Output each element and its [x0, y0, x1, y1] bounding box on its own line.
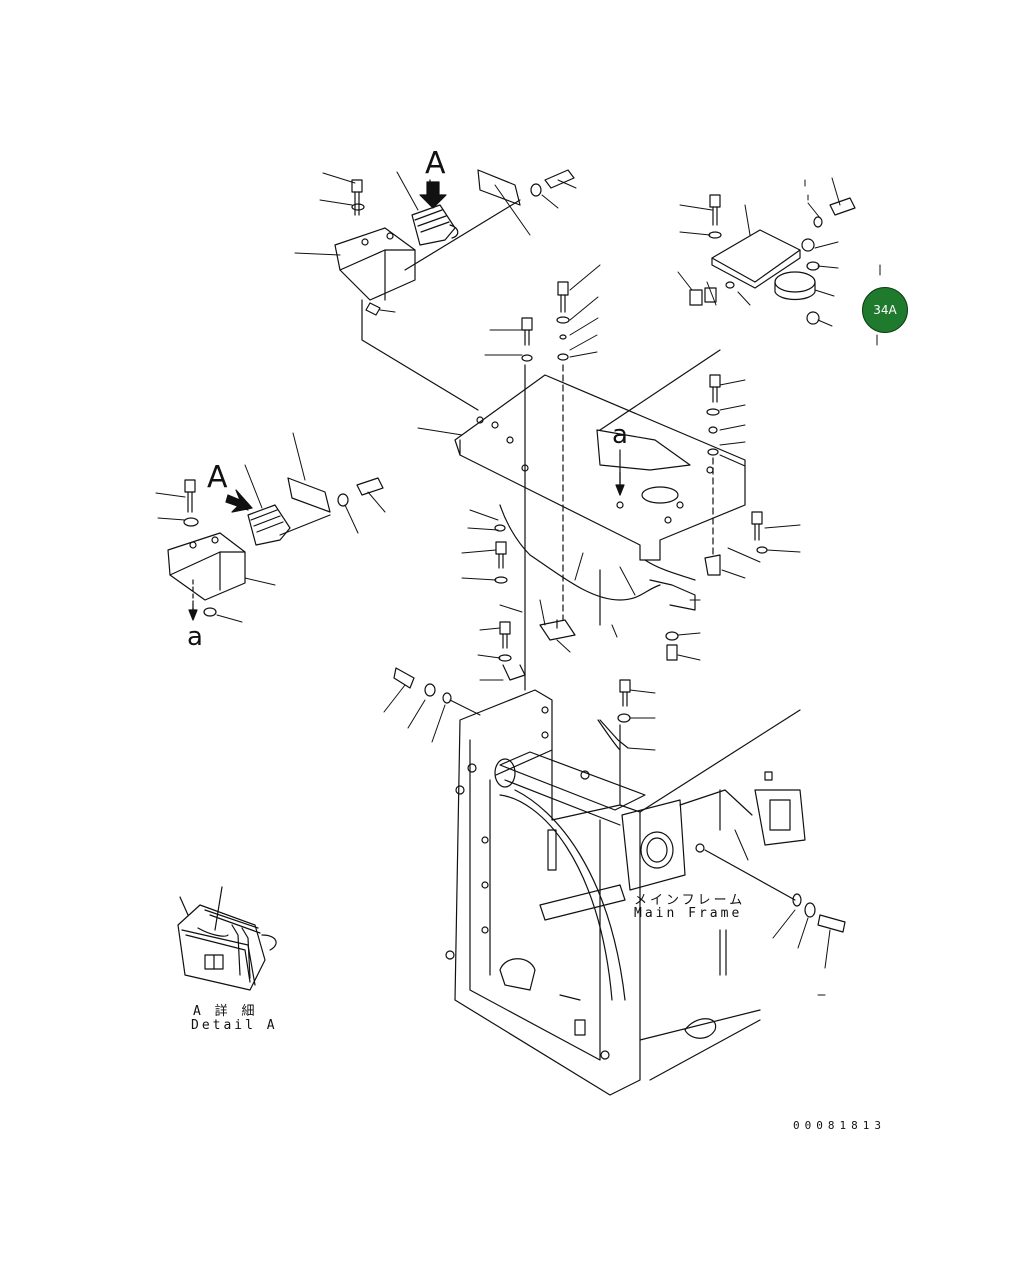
main-frame-label-jp: メインフレーム [634, 893, 746, 908]
fasteners [393, 281, 846, 933]
view-arrow-left [225, 489, 253, 513]
drawing-number: 00081813 [793, 1119, 886, 1132]
ref-arrow-a-down [615, 471, 625, 496]
main-frame-label-en: Main Frame [634, 906, 743, 921]
detail-label-en: Detail A [191, 1018, 278, 1033]
detail-a-lamp [177, 886, 277, 991]
lamp-assembly-left [167, 477, 384, 617]
ref-marker-a-left: a [187, 622, 203, 652]
callout-leaders [155, 171, 881, 996]
page-reference-badge[interactable]: 34A [862, 287, 908, 333]
view-arrow-top [419, 181, 447, 209]
detail-label-jp: A 詳 細 [193, 1004, 258, 1019]
view-marker-a-left: A [207, 460, 228, 495]
alarm-assembly [599, 194, 856, 431]
main-frame [445, 689, 806, 1096]
lamp-assembly-upper [334, 169, 575, 411]
ref-arrow-a-left [188, 604, 198, 621]
floor-plate [454, 374, 746, 561]
view-marker-a-top: A [425, 146, 446, 181]
ref-marker-a-plate: a [612, 420, 628, 450]
wiring-harness [499, 504, 721, 751]
